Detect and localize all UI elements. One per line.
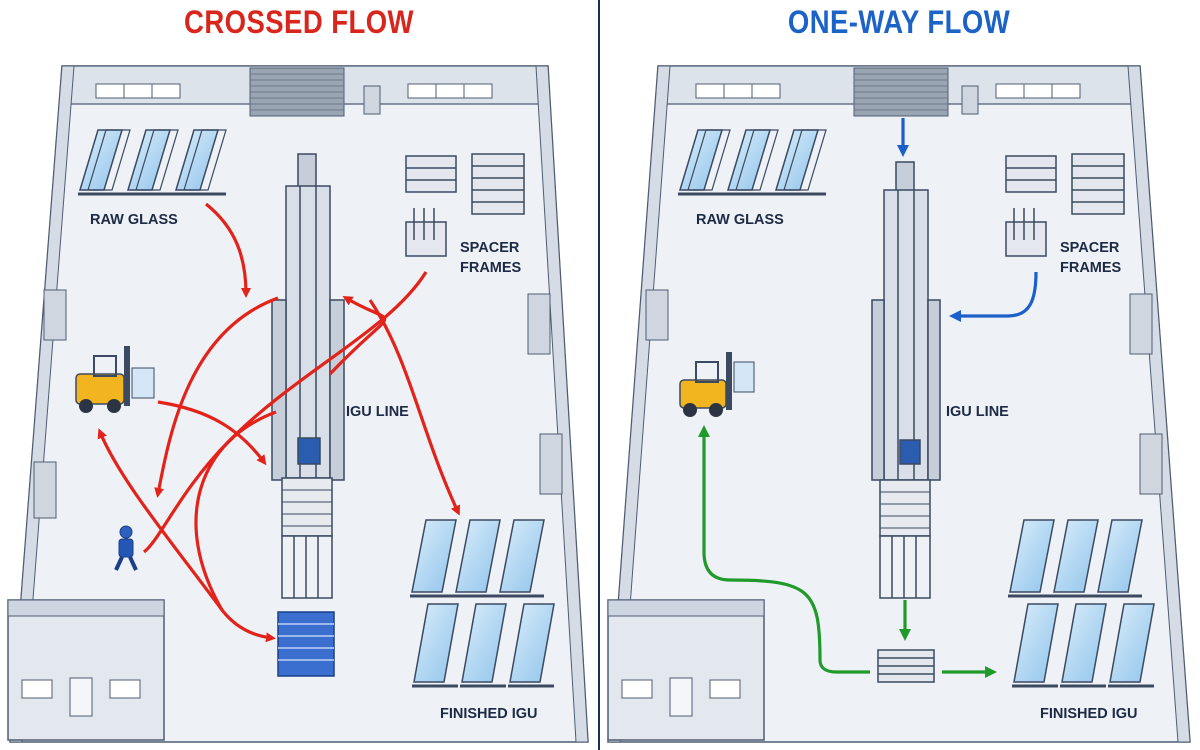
label-igu-line: IGU LINE (946, 404, 1009, 420)
left-wall (607, 65, 671, 743)
roller-door (853, 67, 949, 117)
arrow-return-to-forklift (698, 425, 870, 674)
label-raw-glass: RAW GLASS (90, 212, 178, 228)
right-wall (535, 65, 589, 743)
arrow-rawglass-to-line (204, 202, 251, 298)
label-spacer-frames-line2: FRAMES (460, 260, 522, 276)
outfeed-cart (277, 611, 335, 677)
arrow-line-to-finished (368, 299, 461, 516)
office-block (607, 599, 765, 741)
label-raw-glass: RAW GLASS (696, 212, 784, 228)
arrow-spacers-into-line (949, 271, 1038, 322)
igu-production-line (271, 153, 345, 599)
forklift-icon (679, 352, 755, 417)
one-way-flow-floorplan: RAW GLASS SPACER FRAMES IGU LINE (607, 65, 1191, 743)
crossed-flow-panel: CROSSED FLOW (0, 0, 598, 750)
worker-icon (114, 525, 138, 571)
spacer-frame-racks (1005, 153, 1125, 257)
raw-glass-racks (78, 129, 227, 196)
finished-igu-racks (1008, 519, 1155, 688)
label-spacer-frames-line1: SPACER (1060, 240, 1120, 256)
finished-igu-racks (410, 519, 555, 688)
crossed-flow-floorplan: RAW GLASS SPACER FRAMES IGU LINE (7, 65, 589, 743)
one-way-flow-arrows (698, 118, 1038, 678)
label-spacer-frames-line2: FRAMES (1060, 260, 1122, 276)
label-finished-igu: FINISHED IGU (440, 706, 537, 722)
label-finished-igu: FINISHED IGU (1040, 706, 1137, 722)
crossed-flow-arrows (97, 202, 461, 643)
panel-title-one-way-flow: ONE-WAY FLOW (787, 4, 1011, 40)
side-door (961, 85, 979, 115)
one-way-flow-panel: ONE-WAY FLOW (600, 0, 1198, 750)
label-igu-line: IGU LINE (346, 404, 409, 420)
arrow-line-to-cart (194, 410, 277, 643)
wall-cabinets (645, 289, 1163, 495)
panel-title-crossed-flow: CROSSED FLOW (184, 4, 414, 40)
right-wall (1127, 65, 1191, 743)
panel-divider (598, 0, 600, 750)
outfeed-cart (877, 649, 935, 683)
forklift-icon (75, 346, 155, 413)
arrow-back-to-forklift (97, 428, 224, 611)
back-wall-windows (95, 83, 493, 99)
roller-door (249, 67, 345, 117)
raw-glass-racks (678, 129, 827, 196)
arrow-loop-to-line (328, 295, 387, 376)
back-wall-windows (695, 83, 1081, 99)
left-wall (9, 65, 75, 743)
wall-cabinets (33, 289, 563, 519)
arrow-forklift-to-line (157, 400, 267, 466)
spacer-frame-racks (405, 153, 525, 257)
side-door (363, 85, 381, 115)
office-block (7, 599, 165, 741)
igu-production-line (871, 161, 941, 599)
arrow-line-to-worker (154, 296, 279, 498)
label-spacer-frames-line1: SPACER (460, 240, 520, 256)
